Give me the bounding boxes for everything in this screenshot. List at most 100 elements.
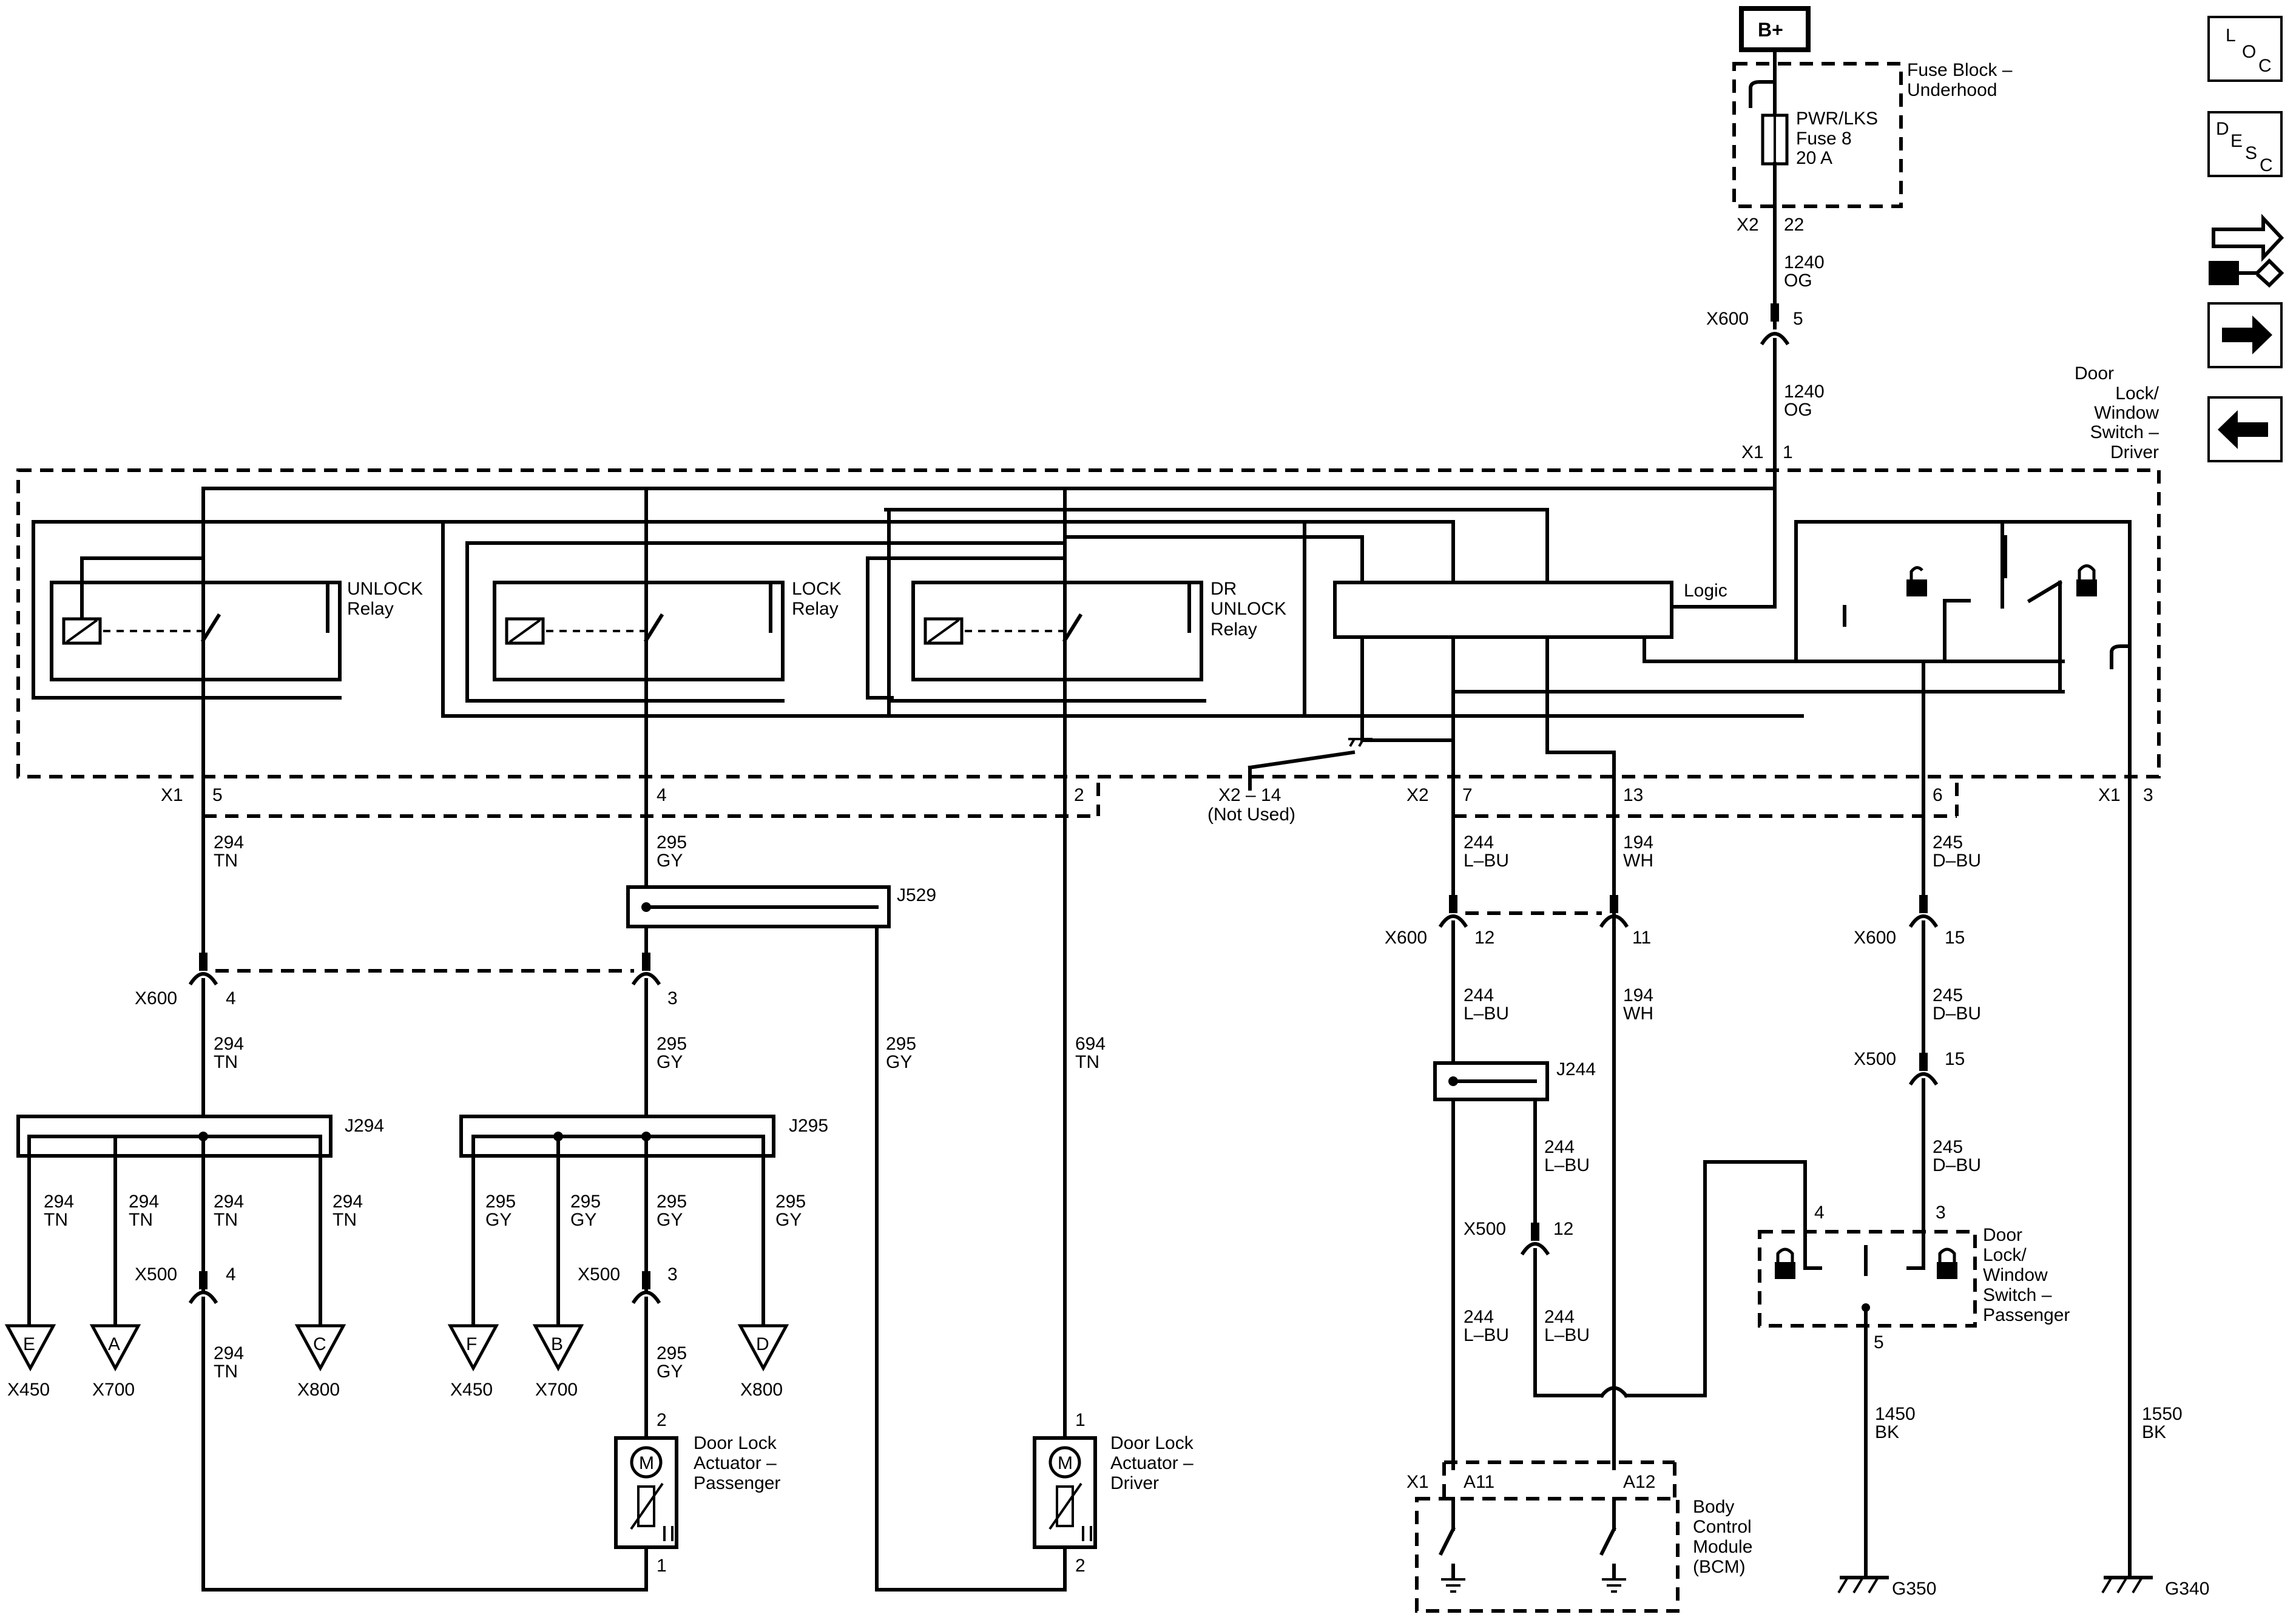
svg-text:294: 294 (214, 1192, 244, 1212)
svg-text:TN: TN (214, 851, 238, 871)
svg-text:4: 4 (1814, 1203, 1825, 1223)
svg-text:D: D (756, 1334, 769, 1354)
svg-text:Control: Control (1693, 1517, 1752, 1537)
svg-text:TN: TN (1075, 1052, 1099, 1072)
svg-text:X1: X1 (161, 785, 183, 805)
svg-text:1240: 1240 (1784, 252, 1825, 272)
svg-text:GY: GY (886, 1052, 912, 1072)
svg-text:244: 244 (1464, 985, 1494, 1005)
svg-text:X600: X600 (1706, 309, 1749, 329)
svg-text:Passenger: Passenger (1983, 1305, 2070, 1325)
svg-text:GY: GY (657, 1052, 683, 1072)
svg-text:20 A: 20 A (1796, 148, 1832, 168)
svg-text:12: 12 (1553, 1219, 1573, 1239)
svg-text:TN: TN (129, 1210, 153, 1230)
svg-text:295: 295 (775, 1192, 806, 1212)
svg-text:GY: GY (657, 851, 683, 871)
previous-page-button[interactable] (2207, 396, 2283, 462)
connector-end-view-icon[interactable] (2209, 214, 2284, 288)
loc-button[interactable]: L O C (2207, 16, 2283, 82)
offpage-connector-c: C X800 (294, 1324, 346, 1400)
svg-text:245: 245 (1933, 832, 1963, 852)
svg-text:Actuator –: Actuator – (694, 1453, 777, 1473)
svg-text:X600: X600 (1854, 928, 1896, 948)
svg-text:194: 194 (1623, 832, 1653, 852)
internal-ground-icon (1348, 714, 1373, 748)
svg-text:GY: GY (485, 1210, 512, 1230)
svg-text:295: 295 (570, 1192, 601, 1212)
svg-text:UNLOCK: UNLOCK (347, 579, 423, 599)
dr-unlock-relay: DR UNLOCK Relay (887, 579, 1286, 703)
svg-text:X450: X450 (450, 1380, 493, 1400)
svg-text:X1: X1 (2098, 785, 2121, 805)
motor-icon: M (639, 1453, 654, 1473)
svg-text:J295: J295 (789, 1116, 828, 1136)
offpage-connector-e: E X450 (4, 1324, 56, 1400)
offpage-connector-a: A X700 (89, 1324, 141, 1400)
desc-letter-e: E (2230, 131, 2243, 151)
desc-button[interactable]: D E S C (2207, 111, 2283, 177)
svg-text:4: 4 (226, 1264, 236, 1284)
loc-letter-l: L (2226, 25, 2236, 46)
svg-text:L–BU: L–BU (1464, 1004, 1509, 1024)
svg-text:244: 244 (1544, 1307, 1575, 1327)
svg-text:B+: B+ (1758, 19, 1783, 41)
svg-text:Door: Door (2075, 363, 2114, 383)
svg-text:244: 244 (1464, 832, 1494, 852)
svg-text:2: 2 (1074, 785, 1084, 805)
connector-x600-top: X600 5 (1706, 303, 1803, 346)
desc-letter-d: D (2216, 119, 2229, 139)
next-page-button[interactable] (2207, 302, 2283, 368)
ground-g340-icon: G340 (2101, 1576, 2209, 1599)
svg-text:244: 244 (1544, 1137, 1575, 1157)
svg-text:Lock/: Lock/ (2115, 383, 2159, 403)
svg-text:Relay: Relay (792, 599, 839, 619)
svg-text:Body: Body (1693, 1497, 1734, 1517)
svg-text:11: 11 (1632, 928, 1651, 948)
offpage-connector-f: F X450 (447, 1324, 499, 1400)
lock-icon (1775, 1247, 1795, 1279)
connector-x600-pin4: X600 4 (135, 953, 236, 1008)
svg-text:OG: OG (1784, 400, 1812, 420)
svg-text:TN: TN (214, 1210, 238, 1230)
svg-text:TN: TN (333, 1210, 357, 1230)
loc-letter-c: C (2258, 56, 2272, 76)
svg-text:Driver: Driver (2110, 442, 2159, 462)
motor-icon: M (1058, 1453, 1073, 1473)
svg-text:Switch –: Switch – (1983, 1285, 2052, 1305)
svg-text:A11: A11 (1464, 1472, 1494, 1492)
svg-text:OG: OG (1784, 271, 1812, 291)
svg-text:TN: TN (44, 1210, 68, 1230)
svg-text:3: 3 (667, 1264, 678, 1284)
svg-text:(BCM): (BCM) (1693, 1557, 1746, 1577)
svg-text:1: 1 (657, 1556, 667, 1576)
splice-j294: J294 (16, 1115, 384, 1158)
svg-text:Module: Module (1693, 1537, 1752, 1557)
svg-text:L–BU: L–BU (1464, 851, 1509, 871)
connector-x500-pin3: X500 3 (578, 1264, 678, 1305)
svg-text:GY: GY (657, 1362, 683, 1382)
svg-text:C: C (313, 1334, 326, 1354)
svg-text:5: 5 (1793, 309, 1803, 329)
svg-text:B: B (551, 1334, 563, 1354)
svg-text:295: 295 (657, 1343, 687, 1363)
svg-text:294: 294 (333, 1192, 363, 1212)
svg-text:22: 22 (1784, 215, 1804, 235)
svg-text:244: 244 (1464, 1307, 1494, 1327)
connector-x500-pin12: X500 12 (1464, 1219, 1573, 1256)
connector-x600-pin15: X600 15 (1854, 895, 1965, 948)
svg-text:A12: A12 (1623, 1472, 1655, 1492)
offpage-connector-b: B X700 (532, 1324, 584, 1400)
svg-text:Passenger: Passenger (694, 1473, 780, 1493)
svg-text:X1: X1 (1741, 442, 1764, 462)
door-lock-window-switch-driver: Door Lock/ Window Switch – Driver (16, 363, 2161, 778)
svg-text:J529: J529 (897, 885, 936, 905)
svg-text:194: 194 (1623, 985, 1653, 1005)
svg-text:Actuator –: Actuator – (1110, 1453, 1194, 1473)
connector-x600-pin12: X600 12 (1385, 895, 1494, 948)
svg-text:PWR/LKS: PWR/LKS (1796, 109, 1878, 129)
connector-x600-pin3: 3 (631, 953, 678, 1008)
driver-lock-switch (1794, 520, 2132, 778)
body-control-module: X1 A11 A12 Body Control Module (BCM) (1406, 1460, 1752, 1613)
svg-text:12: 12 (1474, 928, 1494, 948)
